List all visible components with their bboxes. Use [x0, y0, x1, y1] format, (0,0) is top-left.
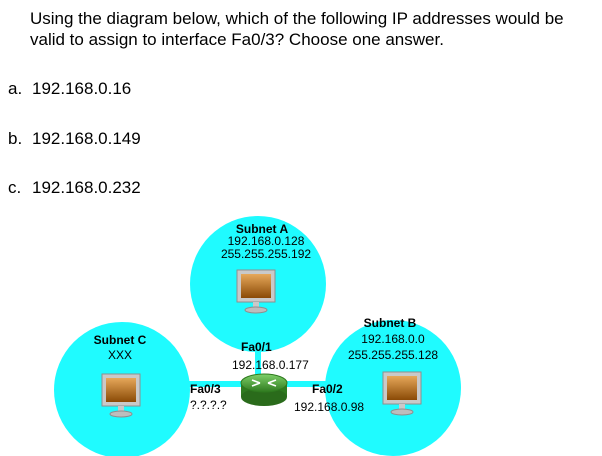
subnet-c-network: XXX — [108, 348, 132, 362]
interface-fa01-label: Fa0/1 — [241, 340, 272, 354]
question-line-1: Using the diagram below, which of the fo… — [30, 9, 564, 28]
answer-letter: a. — [8, 79, 23, 98]
answer-letter: b. — [8, 129, 23, 148]
question-line-2: valid to assign to interface Fa0/3? Choo… — [30, 30, 444, 49]
router-icon — [240, 373, 288, 406]
question-text: Using the diagram below, which of the fo… — [30, 8, 600, 50]
subnet-c-title: Subnet C — [94, 333, 147, 347]
subnet-b-title: Subnet B — [364, 316, 417, 330]
subnet-a-mask: 255.255.255.192 — [221, 247, 311, 261]
monitor-icon — [382, 371, 422, 416]
monitor-icon — [101, 373, 141, 418]
subnet-a-network: 192.168.0.128 — [228, 234, 305, 248]
link-fa01 — [255, 300, 261, 386]
answer-letter: c. — [8, 178, 22, 197]
monitor-icon — [236, 269, 276, 314]
interface-fa03-label: Fa0/3 — [190, 382, 221, 396]
interface-fa02-ip: 192.168.0.98 — [294, 400, 364, 414]
answer-text: 192.168.0.149 — [32, 129, 141, 148]
answer-option-b[interactable]: b. 192.168.0.149 — [8, 128, 141, 149]
subnet-b-network: 192.168.0.0 — [361, 332, 425, 346]
interface-fa02-label: Fa0/2 — [312, 382, 343, 396]
answer-text: 192.168.0.232 — [32, 178, 141, 197]
answer-option-a[interactable]: a. 192.168.0.16 — [8, 78, 131, 99]
interface-fa01-ip: 192.168.0.177 — [232, 358, 309, 372]
interface-fa03-ip: ?.?.?.? — [190, 398, 227, 412]
subnet-a-title: Subnet A — [236, 222, 289, 236]
answer-option-c[interactable]: c. 192.168.0.232 — [8, 177, 141, 198]
answer-text: 192.168.0.16 — [32, 79, 132, 98]
subnet-b-mask: 255.255.255.128 — [348, 348, 438, 362]
